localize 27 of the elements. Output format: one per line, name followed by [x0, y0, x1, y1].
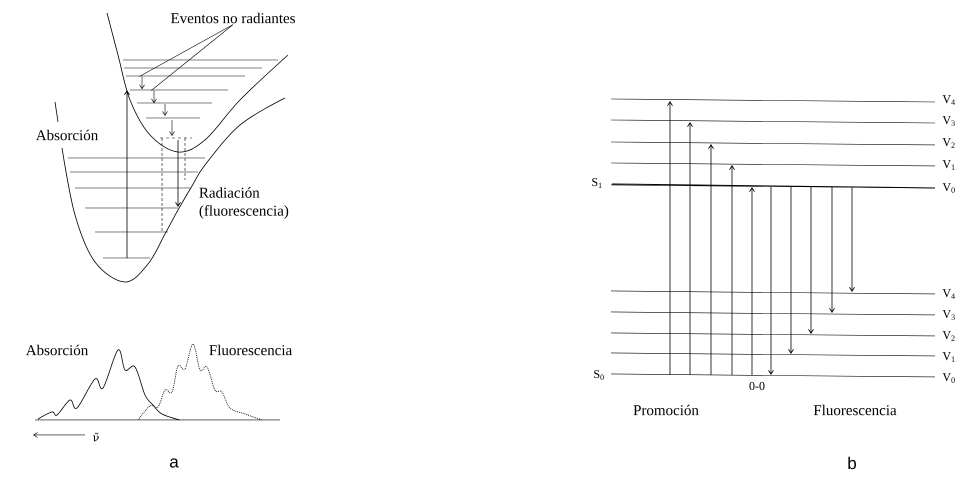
wavenumber-symbol: ν̃ [93, 432, 99, 442]
small-arrow [151, 90, 157, 104]
state-label: S$_{0}$ [594, 370, 604, 380]
leader-line [150, 24, 234, 91]
leader-line [138, 24, 234, 77]
curve-label: Absorción [26, 344, 88, 356]
state-label: S$_{1}$ [592, 178, 602, 188]
level-label: V$_{0}$ [942, 183, 955, 193]
panel-letter: b [848, 456, 856, 470]
transition-label: 0-0 [749, 382, 765, 390]
level-label: V$_{2}$ [942, 138, 955, 148]
level-label: V$_{3}$ [942, 310, 955, 320]
level-label: V$_{0}$ [942, 373, 955, 383]
level-label: V$_{4}$ [942, 95, 955, 105]
level-label: V$_{4}$ [942, 289, 955, 299]
panel-letter: a [170, 458, 179, 468]
level-label: V$_{1}$ [942, 160, 955, 170]
level-label: V$_{3}$ [942, 116, 955, 126]
level-label: V$_{1}$ [942, 352, 955, 362]
transition-label: Radiación (fluorescencia) [199, 187, 288, 219]
small-arrow [139, 76, 145, 90]
level-label: V$_{2}$ [942, 331, 955, 341]
transition-label: Absorción [36, 130, 98, 140]
callout-text: Eventos no radiantes [170, 12, 295, 24]
group-label: Fluorescencia [814, 404, 896, 416]
curve-label: Fluorescencia [209, 344, 292, 356]
group-label: Promoción [634, 404, 699, 416]
